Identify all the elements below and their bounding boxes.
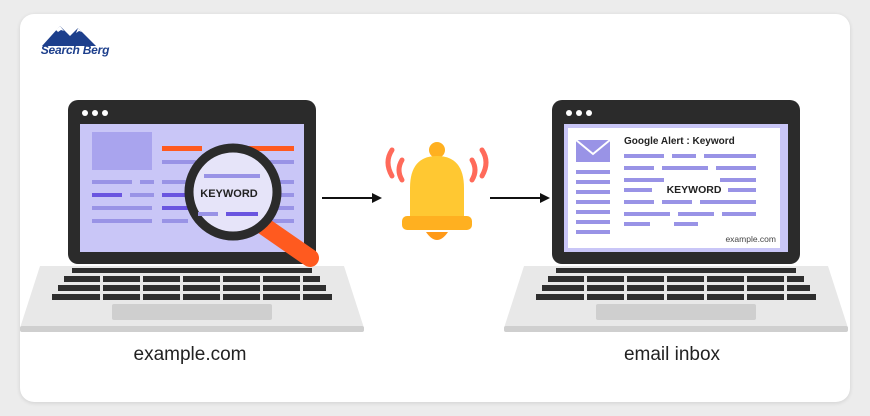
search-berg-logo: Search Berg <box>30 22 120 66</box>
right-laptop <box>504 100 848 332</box>
left-caption: example.com <box>133 344 247 365</box>
mountain-logo-icon <box>42 26 96 46</box>
email-title: Google Alert : Keyword <box>624 136 735 147</box>
arrow-to-inbox <box>490 193 550 203</box>
arrow-to-bell <box>322 193 382 203</box>
left-keyboard <box>52 268 332 300</box>
magnifier-icon <box>184 143 319 267</box>
envelope-icon <box>575 139 611 162</box>
left-trackpad <box>112 304 272 320</box>
email-footer-domain: example.com <box>725 234 776 244</box>
right-trackpad <box>596 304 756 320</box>
logo-text: Search Berg <box>40 43 110 57</box>
right-keyboard <box>536 268 816 300</box>
email-keyword: KEYWORD <box>667 184 722 196</box>
notification-bell-icon <box>385 142 489 240</box>
right-caption: email inbox <box>623 344 721 365</box>
magnifier-keyword-label: KEYWORD <box>200 188 258 200</box>
